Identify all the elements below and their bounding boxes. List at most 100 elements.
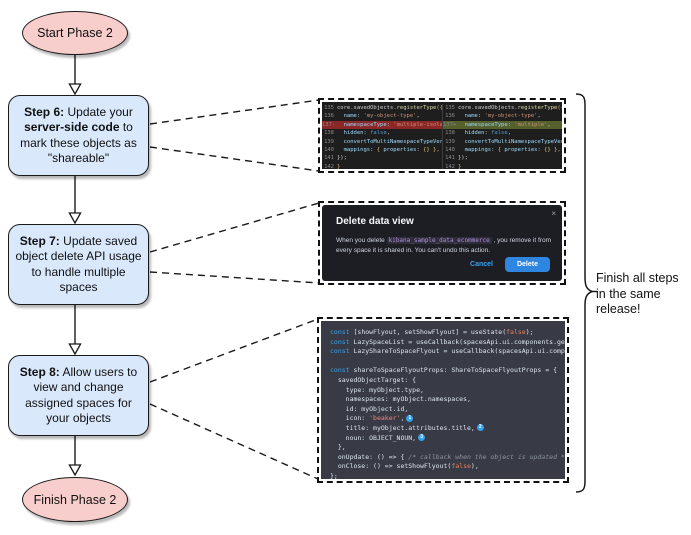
code-token: }; [330, 471, 338, 479]
code-text: name: 'my-object-type', [337, 112, 420, 120]
connector-step6-inset-bottom [149, 146, 320, 172]
arrow-step8-to-finish [68, 436, 82, 477]
code-text: namespaceType: 'multiple-isolated', [337, 121, 442, 129]
code-token: {} }, [423, 146, 440, 153]
step8-node: Step 8: Allow users to view and change a… [8, 355, 149, 436]
code-token: : [484, 130, 492, 137]
code-token: convertToMultiNamespaceTypeVersion [464, 138, 562, 145]
code-token: : [386, 121, 394, 128]
code-text: onClose: () => setShowFlyout(false), [330, 462, 479, 472]
code-token: icon: [330, 414, 370, 423]
code-token: name [458, 113, 478, 120]
modal-body-post: , you remove it from every space it is s… [336, 237, 551, 254]
code-token: const [330, 328, 350, 336]
code-token: namespaceType [458, 121, 508, 128]
code-line: icon: 'beaker',1 [330, 414, 565, 424]
code-text: mappings: { properties: {} }, [337, 146, 440, 154]
code-token: ); [525, 328, 534, 336]
code-token: core.savedObjects. [337, 105, 397, 111]
close-icon[interactable]: × [551, 209, 556, 218]
code-token: , [400, 414, 405, 423]
code-token: false [491, 130, 508, 137]
line-number: 135 [445, 105, 455, 111]
code-token: : [356, 113, 364, 120]
code-token: mappings [458, 146, 492, 153]
line-number: 137+ [443, 121, 457, 128]
code-token: const [330, 366, 350, 375]
step6-label-text2: to mark these objects as "shareable" [20, 120, 137, 165]
code-line: 137- namespaceType: 'multiple-isolated', [322, 120, 442, 130]
code-token: shareToSpaceFlyoutProps: ShareToSpaceFly… [349, 366, 557, 375]
code-text: hidden: false, [337, 129, 390, 137]
code-token: , [507, 130, 511, 137]
code-line: const LazyShareToSpaceFlyout = useCallba… [330, 347, 565, 357]
code-token: , [416, 113, 420, 120]
code-token: , [537, 113, 541, 120]
line-number: 140 [324, 146, 334, 153]
code-line: const [showFlyout, setShowFlyout] = useS… [330, 328, 565, 338]
code-token: } [458, 163, 462, 169]
line-number: 137- [322, 121, 336, 128]
code-text: }); [458, 154, 468, 162]
step6-label-bold: Step 6: [24, 104, 65, 119]
code-line: savedObjectTarget: { [330, 376, 565, 386]
code-token: ({ [436, 105, 442, 111]
code-text: hidden: false, [458, 129, 511, 137]
code-line: title: myObject.attributes.title,2 [330, 424, 565, 434]
line-number: 138 [324, 130, 334, 137]
arrow-step6-to-step7 [68, 176, 82, 225]
line-number: 141 [324, 155, 334, 162]
code-line: 137+ namespaceType: 'multiple', [443, 120, 562, 130]
code-text: const shareToSpaceFlyoutProps: ShareToSp… [330, 366, 557, 376]
line-number: 138 [445, 130, 455, 137]
code-text: title: myObject.attributes.title,2 [330, 424, 484, 434]
code-token: LazySpaceList = useCallback(spacesApi.ui… [353, 337, 565, 346]
code-text: namespaces: myObject.namespaces, [330, 395, 471, 405]
code-text: convertToMultiNamespaceTypeVersion: ' [337, 138, 442, 146]
code-line: 141}); [443, 154, 562, 162]
connector-step7-inset-bottom [149, 271, 320, 284]
code-line: const LazySpaceList = useCallback(spaces… [330, 338, 565, 348]
code-token: 'multiple' [514, 121, 548, 128]
step6-node: Step 6: Update your server-side code to … [8, 95, 149, 176]
step-number-badge: 1 [406, 414, 414, 422]
code-line: 139 convertToMultiNamespaceTypeVersion: … [322, 138, 442, 146]
code-token: : [507, 121, 515, 128]
cancel-button[interactable]: Cancel [470, 261, 493, 268]
step8-label-text: Allow users to view and change assigned … [25, 364, 138, 426]
line-number: 142 [445, 163, 455, 169]
code-line: const shareToSpaceFlyoutProps: ShareToSp… [330, 366, 565, 376]
line-number: 140 [445, 146, 455, 153]
code-text: mappings: { properties: {} }, [458, 146, 561, 154]
code-token: onClose: () => setShowFlyout( [330, 462, 452, 471]
code-text: id: myObject.id, [330, 404, 409, 415]
code-line: }; [330, 472, 565, 479]
code-text: const [showFlyout, setShowFlyout] = useS… [330, 328, 534, 338]
delete-button[interactable]: Delete [504, 257, 550, 272]
step7-label: Step 7: Update saved object delete API u… [12, 234, 145, 296]
delete-modal-inset: × Delete data view When you delete kiban… [318, 201, 566, 285]
code-token: id: myObject.id, [330, 404, 409, 413]
modal-body-pre: When you delete [336, 237, 387, 244]
code-text: const LazyShareToSpaceFlyout = useCallba… [330, 347, 565, 357]
code-token: 'my-object-type' [484, 113, 538, 120]
code-token: : [370, 146, 377, 153]
modal-body: When you delete kibana_sample_data_ecomm… [336, 236, 562, 255]
code-token: } [337, 163, 341, 169]
code-token: , [547, 121, 551, 128]
code-line: 140 mappings: { properties: {} }, [443, 146, 562, 154]
delete-modal: × Delete data view When you delete kiban… [322, 205, 562, 281]
code-token: {} }, [544, 146, 561, 153]
code-line: noun: OBJECT_NOUN,3 [330, 434, 565, 444]
code-line: namespaces: myObject.namespaces, [330, 395, 565, 405]
line-number: 136 [445, 113, 455, 120]
connector-step8-inset-bottom [149, 403, 319, 480]
code-token: const [330, 337, 350, 346]
arrow-start-to-step6 [68, 55, 82, 96]
code-token: { [376, 146, 384, 153]
code-token: [showFlyout, setShowFlyout] = useState( [349, 328, 507, 336]
